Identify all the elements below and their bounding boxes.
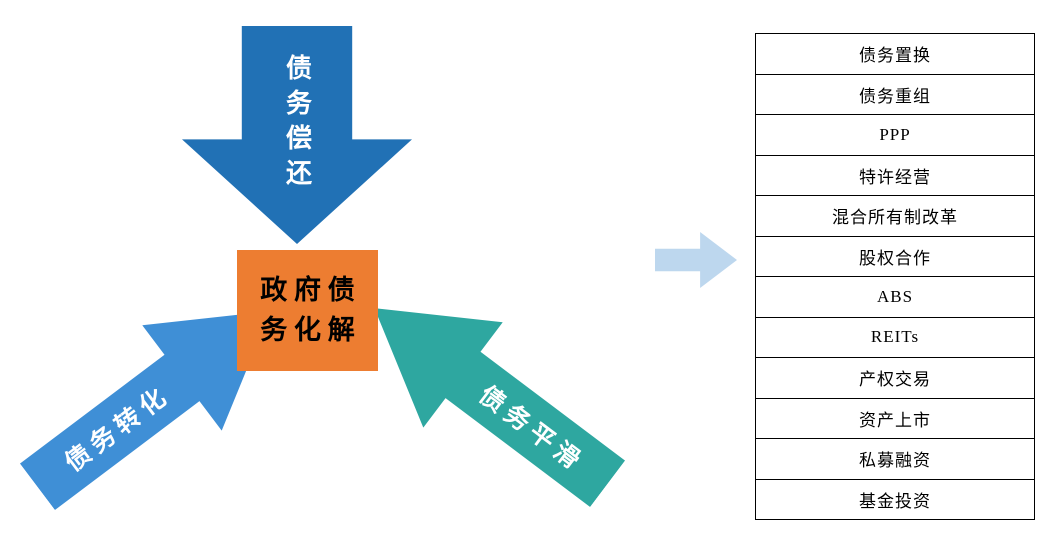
- table-row: 混合所有制改革: [756, 196, 1034, 237]
- table-row: 债务重组: [756, 75, 1034, 115]
- table-row: PPP: [756, 115, 1034, 156]
- top-arrow-label: 债务偿还: [282, 54, 312, 194]
- table-row: 特许经营: [756, 156, 1034, 196]
- center-box-line2: 务 化 解: [260, 314, 355, 345]
- right-arrow-label: 债务平滑: [473, 381, 590, 478]
- table-row: 私募融资: [756, 439, 1034, 480]
- down-arrow-debt-repayment-icon: 债务偿还: [182, 26, 412, 244]
- table-row: 股权合作: [756, 237, 1034, 277]
- up-left-arrow-debt-smoothing-icon: 债务平滑: [335, 255, 648, 536]
- center-box-government-debt-resolution: 政 府 债 务 化 解: [237, 250, 378, 371]
- left-arrow-label: 债务转化: [60, 381, 176, 478]
- table-row: 债务置换: [756, 34, 1034, 75]
- right-arrow-connector-icon: [655, 232, 737, 288]
- table-row: ABS: [756, 277, 1034, 318]
- table-row: 产权交易: [756, 358, 1034, 399]
- table-row: 基金投资: [859, 491, 931, 511]
- table-row: 资产上市: [756, 399, 1034, 439]
- center-box-line1: 政 府 债: [260, 275, 355, 306]
- table-row: REITs: [756, 318, 1034, 358]
